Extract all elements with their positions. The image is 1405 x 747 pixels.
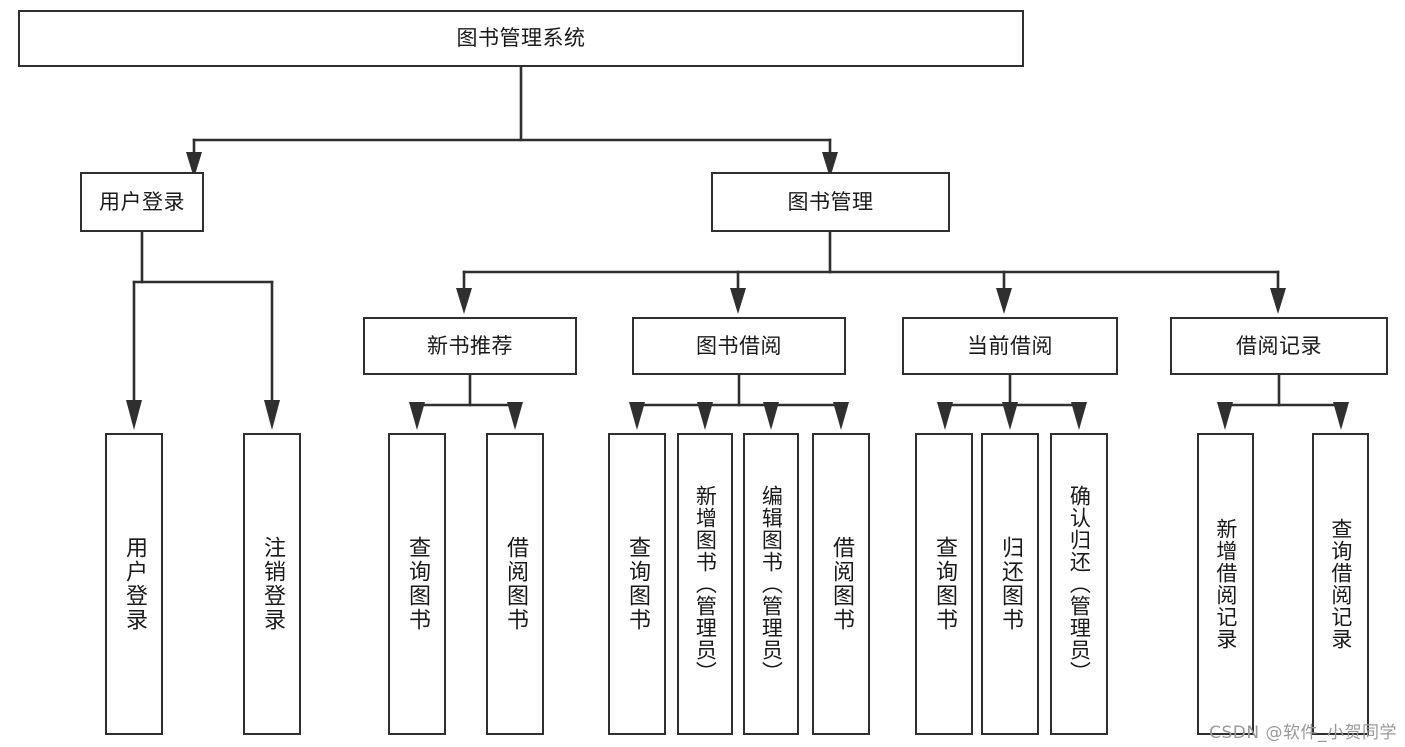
node-leaf-return-book-label: 归还图书 (997, 536, 1023, 632)
node-leaf-query-book-1[interactable]: 查询图书 (388, 433, 446, 735)
node-leaf-logout-login-label: 注销登录 (259, 536, 285, 632)
node-leaf-borrow-book-2-label: 借阅图书 (828, 536, 854, 632)
node-leaf-query-record-label: 查询借阅记录 (1328, 518, 1353, 650)
node-book-manage[interactable]: 图书管理 (711, 172, 950, 232)
arrowhead-leaf-logout (264, 400, 280, 430)
node-leaf-query-record[interactable]: 查询借阅记录 (1312, 433, 1369, 735)
node-new-book-rec[interactable]: 新书推荐 (363, 317, 577, 375)
node-leaf-add-book-label: 新增图书（管理员） (693, 485, 718, 683)
node-leaf-query-book-3-label: 查询图书 (931, 536, 957, 632)
watermark-text: CSDN @软件_小贺同学 (1209, 723, 1397, 743)
node-leaf-logout-login[interactable]: 注销登录 (243, 433, 301, 735)
node-current-borrow-label: 当前借阅 (967, 333, 1053, 358)
arrowhead-leaf-edit-book (763, 402, 779, 430)
node-leaf-borrow-book-2[interactable]: 借阅图书 (812, 433, 870, 735)
arrowhead-borrow-record (1270, 288, 1286, 314)
arrowhead-leaf-query-2 (629, 402, 645, 430)
node-leaf-query-book-1-label: 查询图书 (404, 536, 430, 632)
node-leaf-user-login[interactable]: 用户登录 (105, 433, 163, 735)
node-leaf-borrow-book-1[interactable]: 借阅图书 (486, 433, 544, 735)
arrowhead-leaf-borrow-1 (507, 402, 523, 430)
arrowhead-leaf-borrow-2 (833, 402, 849, 430)
arrowhead-leaf-return (1002, 402, 1018, 430)
arrowhead-leaf-add-book (697, 402, 713, 430)
node-leaf-add-book[interactable]: 新增图书（管理员） (677, 433, 733, 735)
node-leaf-add-record-label: 新增借阅记录 (1213, 518, 1238, 650)
arrowhead-book-borrow (730, 288, 746, 314)
node-leaf-return-book[interactable]: 归还图书 (981, 433, 1039, 735)
arrowhead-leaf-query-1 (409, 402, 425, 430)
node-book-manage-label: 图书管理 (787, 189, 874, 214)
arrowhead-current-borrow (996, 288, 1012, 314)
node-leaf-edit-book-label: 编辑图书（管理员） (759, 485, 784, 683)
node-leaf-query-book-3[interactable]: 查询图书 (915, 433, 973, 735)
node-leaf-user-login-label: 用户登录 (121, 536, 147, 632)
node-book-borrow[interactable]: 图书借阅 (632, 317, 846, 375)
node-borrow-record[interactable]: 借阅记录 (1170, 317, 1388, 375)
node-leaf-confirm-return[interactable]: 确认归还（管理员） (1050, 433, 1108, 735)
arrowhead-leaf-query-3 (937, 402, 953, 430)
node-leaf-borrow-book-1-label: 借阅图书 (502, 536, 528, 632)
node-leaf-add-record[interactable]: 新增借阅记录 (1197, 433, 1254, 735)
arrowhead-new-book-rec (456, 288, 472, 314)
arrowhead-leaf-add-record (1217, 402, 1233, 430)
node-current-borrow[interactable]: 当前借阅 (902, 317, 1118, 375)
node-leaf-query-book-2[interactable]: 查询图书 (608, 433, 666, 735)
node-user-login-label: 用户登录 (99, 189, 185, 214)
arrowhead-leaf-confirm-return (1071, 402, 1087, 430)
node-root[interactable]: 图书管理系统 (18, 10, 1024, 67)
node-leaf-query-book-2-label: 查询图书 (624, 536, 650, 632)
node-leaf-confirm-return-label: 确认归还（管理员） (1067, 485, 1092, 683)
arrowhead-leaf-user-login (126, 400, 142, 430)
node-root-label: 图书管理系统 (456, 26, 586, 51)
node-new-book-rec-label: 新书推荐 (427, 333, 513, 358)
node-leaf-edit-book[interactable]: 编辑图书（管理员） (743, 433, 799, 735)
arrowhead-leaf-query-record (1333, 402, 1349, 430)
node-borrow-record-label: 借阅记录 (1236, 333, 1322, 358)
node-book-borrow-label: 图书借阅 (696, 333, 782, 358)
node-user-login[interactable]: 用户登录 (80, 172, 204, 232)
